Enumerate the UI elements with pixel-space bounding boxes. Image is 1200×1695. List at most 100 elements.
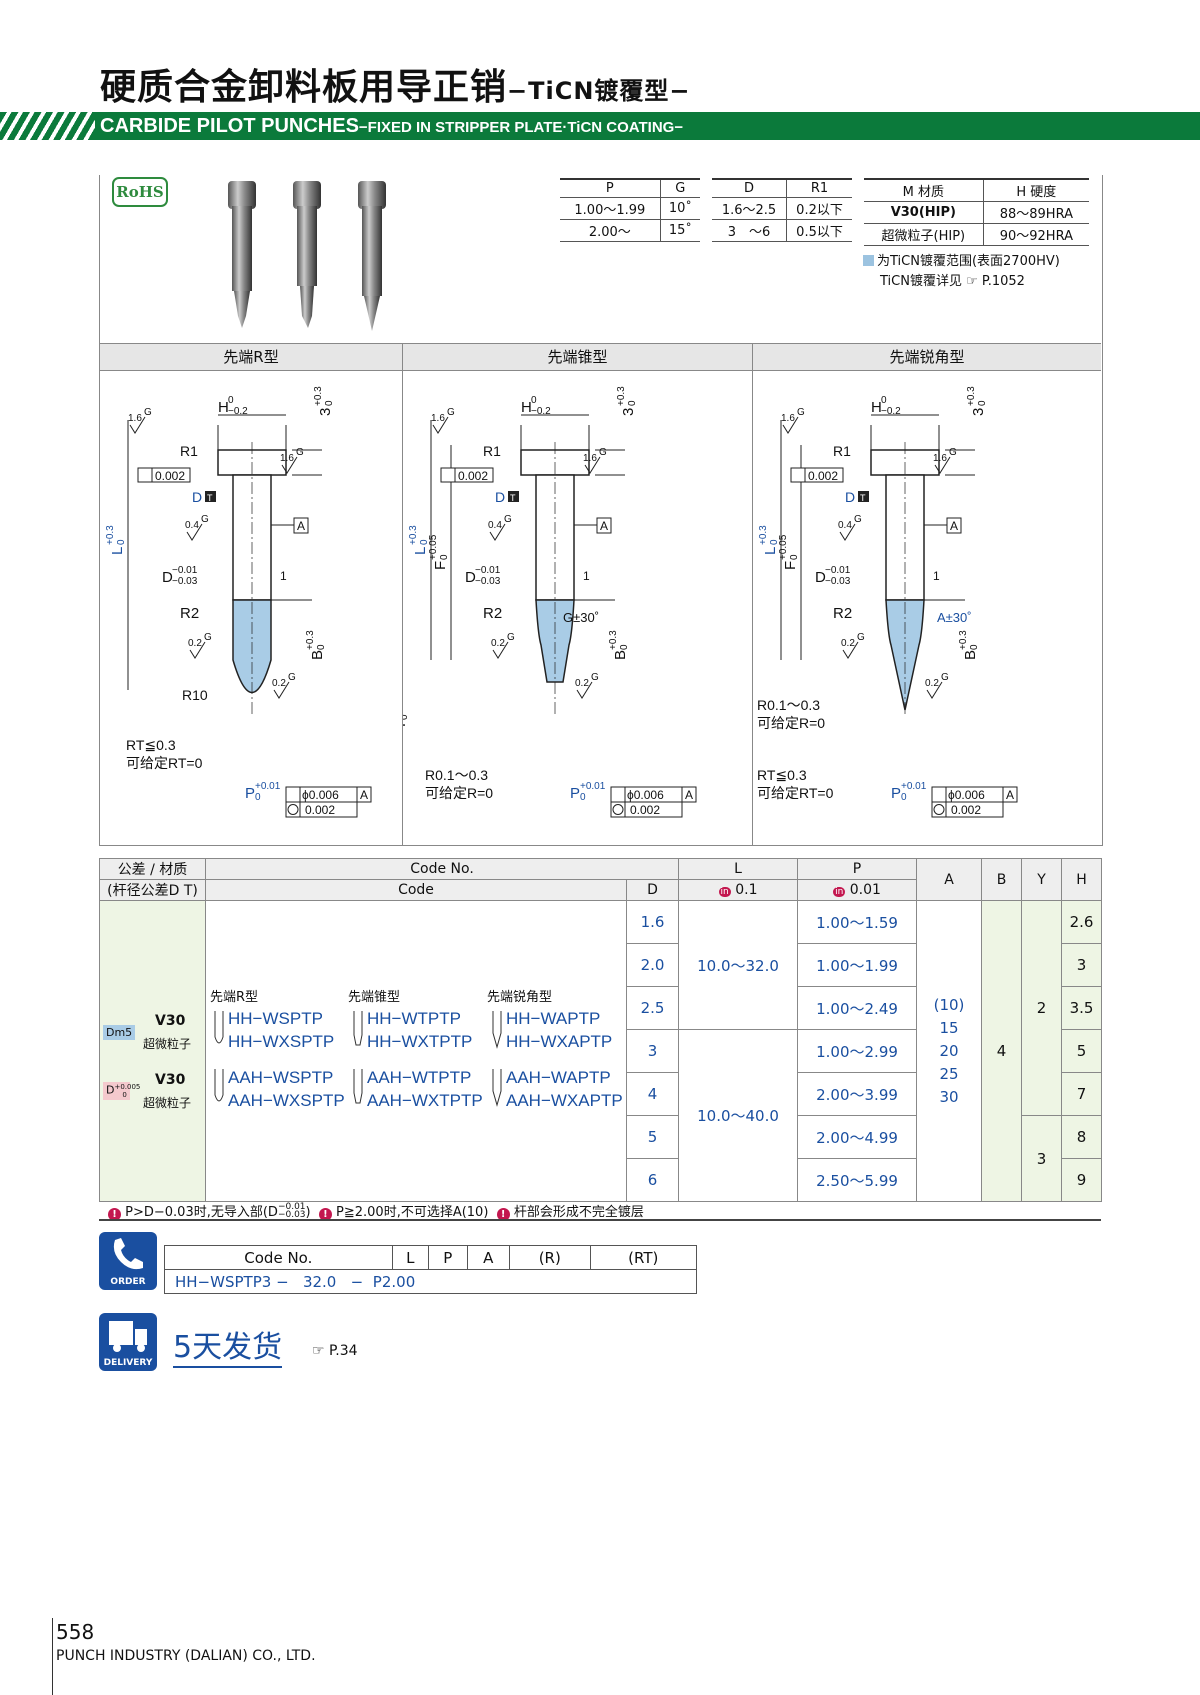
roundness-value-box [945, 801, 1004, 818]
code-hh-waptp[interactable]: HH−WAPTP [506, 1009, 601, 1028]
dim-one: 1 [933, 569, 940, 583]
panel-header-r: 先端R型 [100, 343, 402, 371]
pin-photo-2 [293, 181, 321, 328]
p-dimension: P+0.010 [570, 781, 606, 803]
delivery-ref[interactable]: ☞ P.34 [312, 1343, 358, 1359]
hand-pointer-icon: ☞ [312, 1343, 325, 1359]
h-dimension-bot: −0.2 [881, 406, 901, 417]
p-increment: 0.01 [849, 882, 881, 898]
code-aah-wxsptp[interactable]: AAH−WXSPTP [228, 1091, 345, 1110]
code-aah-wtptp[interactable]: AAH−WTPTP [367, 1068, 472, 1087]
p-dimension: P+0.010 [245, 781, 281, 803]
code-aah-waptp[interactable]: AAH−WAPTP [506, 1068, 611, 1087]
roughness-g: G [941, 672, 949, 683]
cell: V30(HIP) [864, 201, 984, 224]
l-dimension-base: L [762, 547, 779, 555]
datum-a: A [950, 519, 958, 533]
roughness-under-head [584, 456, 601, 474]
t-badge-label: T [510, 493, 516, 503]
shank-d-dimension: D−0.01−0.03 [465, 565, 501, 587]
title-cn-suffix: −TiCN镀覆型− [507, 77, 691, 105]
h-dimension-top: 0 [228, 395, 234, 406]
code-hh-wxaptp[interactable]: HH−WXAPTP [506, 1032, 613, 1051]
order-label: ORDER [110, 1277, 146, 1287]
roughness-g: G [599, 447, 607, 458]
cell-p: 2.50～5.99 [797, 1158, 918, 1202]
col-header: P [560, 178, 661, 198]
code-aah-wxaptp[interactable]: AAH−WXAPTP [506, 1091, 623, 1110]
roughness-under-head [281, 456, 298, 474]
roughness-value: 0.2 [188, 638, 202, 649]
tol-d: D [106, 1083, 115, 1097]
roughness-value: 1.6 [431, 413, 445, 424]
roughness-value: 1.6 [280, 453, 294, 464]
order-header: L [391, 1245, 430, 1270]
code-hh-wxtptp[interactable]: HH−WXTPTP [367, 1032, 473, 1051]
p-dimension-base: P [245, 785, 255, 802]
warning-icon: ! [318, 1208, 332, 1221]
roughness-tip-end [273, 681, 290, 699]
f-dimension-bot: 0 [789, 554, 800, 560]
a-value: 30 [939, 1087, 959, 1106]
order-example-table: Code No. L P A (R) (RT) HH−WSPTP3 − 32.0… [164, 1245, 698, 1294]
roughness-value: 0.4 [488, 520, 502, 531]
table-notes: ! P>D−0.03时,无导入部(D−0.01−0.03) ! P≧2.00时,… [108, 1201, 644, 1221]
l-dimension-bot: 0 [116, 539, 127, 545]
header-a: A [916, 858, 983, 901]
f-dimension-top: +0.05 [778, 534, 789, 560]
t-badge-label: T [207, 493, 213, 503]
three-dimension-top: +0.3 [313, 386, 324, 406]
g-angle-label: G±30˚ [563, 610, 599, 625]
h-dimension-top: 0 [881, 395, 887, 406]
material-v30: V30 [155, 1072, 186, 1088]
r2-label: R2 [833, 605, 852, 622]
r1-label: R1 [833, 443, 851, 459]
runout-ref: A [685, 788, 693, 802]
shank-d-dimension-top: −0.01 [475, 565, 501, 576]
cell-d: 1.6 [625, 900, 680, 944]
b-dimension-top: +0.3 [305, 630, 316, 650]
roundness-value-box [624, 801, 683, 818]
panel-divider [402, 343, 403, 845]
roughness-shank [186, 523, 203, 541]
y-dimension: Y+0.30 [403, 714, 410, 730]
roughness-value: 1.6 [128, 413, 142, 424]
order-header: A [466, 1245, 511, 1270]
tol-d-top: +0.005 [114, 1083, 141, 1091]
l-dimension-top: +0.3 [105, 525, 116, 545]
code-grid: 先端R型 先端锥型 先端锐角型 HH−WSPTP HH−WTPTP HH−WAP… [206, 901, 626, 1201]
note-1-tol-top: −0.01 [277, 1202, 306, 1212]
code-hh-wsptp[interactable]: HH−WSPTP [228, 1009, 323, 1028]
code-hh-wtptp[interactable]: HH−WTPTP [367, 1009, 461, 1028]
header-l: L [678, 858, 799, 880]
truck-icon [109, 1321, 147, 1352]
flatness-box [440, 467, 456, 483]
roughness-g: G [447, 407, 455, 418]
code-hh-wxsptp[interactable]: HH−WXSPTP [228, 1032, 335, 1051]
cell-d: 3 [625, 1029, 680, 1073]
p-dimension-top: +0.01 [580, 781, 606, 792]
roughness-value: 0.2 [841, 638, 855, 649]
material-ultrafine: 超微粒子 [143, 1037, 192, 1051]
flatness-box [137, 467, 153, 483]
panel-header-taper: 先端锥型 [403, 343, 752, 371]
cell: 10˚ [660, 197, 700, 220]
header-tol-sub: (杆径公差D T) [99, 879, 206, 901]
header-h: H [1061, 858, 1103, 901]
roughness-g: G [949, 447, 957, 458]
material-v30: V30 [155, 1013, 186, 1029]
roundness-value: 0.002 [630, 803, 660, 817]
y-dimension-bot: 0 [403, 714, 410, 720]
code-aah-wxtptp[interactable]: AAH−WXTPTP [367, 1091, 483, 1110]
l-increment: 0.1 [735, 882, 758, 898]
taper-tip-icon [353, 1069, 363, 1104]
roughness-g: G [797, 407, 805, 418]
phone-icon [113, 1238, 143, 1270]
cell: 0.2以下 [786, 197, 852, 220]
legend-ref[interactable]: P.1052 [981, 274, 1025, 289]
code-aah-wsptp[interactable]: AAH−WSPTP [228, 1068, 334, 1087]
panel-header-sharp: 先端锐角型 [753, 343, 1101, 371]
